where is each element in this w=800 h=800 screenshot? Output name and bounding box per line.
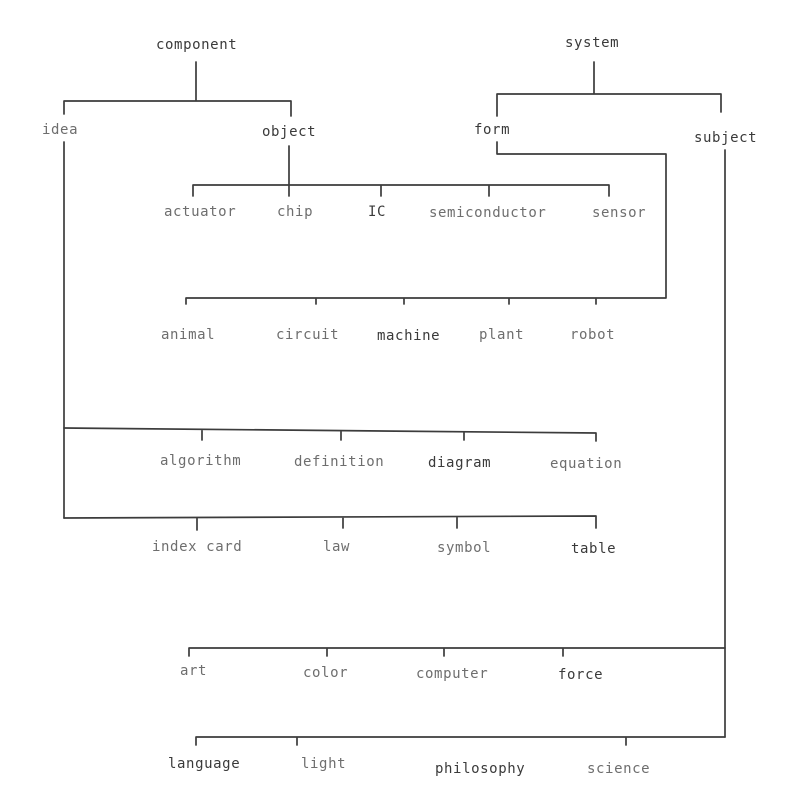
connector-component xyxy=(63,61,292,117)
node-idea: idea xyxy=(42,122,79,138)
node-science: science xyxy=(587,761,651,777)
connector-idea-row2 xyxy=(63,515,597,531)
node-diagram: diagram xyxy=(428,455,492,471)
node-sensor: sensor xyxy=(592,205,647,221)
node-color: color xyxy=(303,665,349,681)
node-law: law xyxy=(323,539,351,555)
node-language: language xyxy=(168,756,241,772)
connector-object-children xyxy=(192,145,610,197)
node-component: component xyxy=(156,37,238,53)
node-light: light xyxy=(301,756,347,772)
node-form: form xyxy=(474,122,511,138)
node-circuit: circuit xyxy=(276,327,340,343)
connector-form-children xyxy=(185,141,667,305)
node-machine: machine xyxy=(377,328,441,344)
node-plant: plant xyxy=(479,327,525,343)
node-subject: subject xyxy=(694,130,758,146)
node-chip: chip xyxy=(277,204,314,220)
node-system: system xyxy=(565,35,620,51)
node-definition: definition xyxy=(294,454,385,470)
connector-subject-row1 xyxy=(188,647,726,657)
node-index-card: index card xyxy=(152,539,243,555)
node-art: art xyxy=(180,663,208,679)
node-philosophy: philosophy xyxy=(435,761,526,777)
node-animal: animal xyxy=(161,327,216,343)
node-equation: equation xyxy=(550,456,623,472)
node-ic: IC xyxy=(368,204,387,220)
node-symbol: symbol xyxy=(437,540,492,556)
node-robot: robot xyxy=(570,327,616,343)
node-object: object xyxy=(262,124,317,140)
node-actuator: actuator xyxy=(164,204,237,220)
node-semiconductor: semiconductor xyxy=(429,205,547,221)
connector-idea-row1 xyxy=(63,427,597,442)
node-force: force xyxy=(558,667,604,683)
node-computer: computer xyxy=(416,666,489,682)
connector-subject-row2 xyxy=(195,736,726,746)
node-table: table xyxy=(571,541,617,557)
connector-system xyxy=(496,61,722,117)
node-algorithm: algorithm xyxy=(160,453,242,469)
